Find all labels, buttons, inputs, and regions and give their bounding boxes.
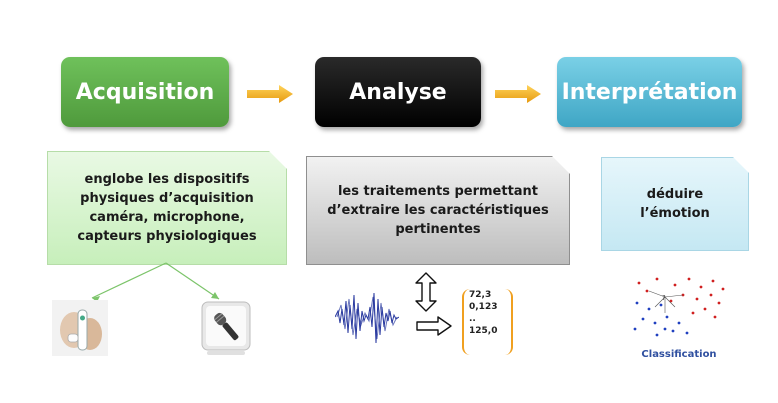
right-arrow-icon (416, 316, 452, 336)
waveform-icon (335, 292, 399, 344)
flow-arrow-icon (495, 85, 541, 103)
note-line: déduire (646, 187, 704, 202)
flow-arrow-icon (247, 85, 293, 103)
feature-value: 0,123 (469, 302, 498, 312)
scatter-plot-icon: ? (633, 277, 725, 337)
step-acquisition-label: Acquisition (75, 79, 215, 105)
classification-label: Classification (641, 349, 717, 360)
note-line: physiques d’acquisition (80, 191, 254, 206)
note-line: l’émotion (640, 206, 710, 221)
feature-value: 72,3 (469, 290, 492, 300)
step-interpretation: Interprétation (557, 57, 742, 127)
note-interpretation: déduire l’émotion (601, 157, 749, 251)
feature-values: 72,3 0,123 .. 125,0 (462, 289, 513, 355)
note-line: pertinentes (395, 222, 481, 237)
note-acquisition: englobe les dispositifs physiques d’acqu… (47, 151, 287, 265)
note-line: d’extraire les caractéristiques (327, 203, 549, 218)
note-line: caméra, microphone, (89, 210, 245, 225)
wii-remote-icon (52, 300, 108, 356)
step-acquisition: Acquisition (61, 57, 229, 127)
svg-text:?: ? (662, 294, 666, 302)
note-line: capteurs physiologiques (77, 229, 257, 244)
note-analyse: les traitements permettant d’extraire le… (306, 156, 570, 265)
step-analyse: Analyse (315, 57, 481, 127)
step-analyse-label: Analyse (349, 79, 447, 105)
step-interpretation-label: Interprétation (561, 79, 738, 105)
double-arrow-icon (415, 272, 437, 312)
feature-value: 125,0 (469, 326, 498, 336)
note-line: les traitements permettant (337, 184, 539, 199)
feature-value: .. (469, 314, 476, 324)
microphone-icon (201, 301, 251, 355)
note-line: englobe les dispositifs (84, 172, 250, 187)
